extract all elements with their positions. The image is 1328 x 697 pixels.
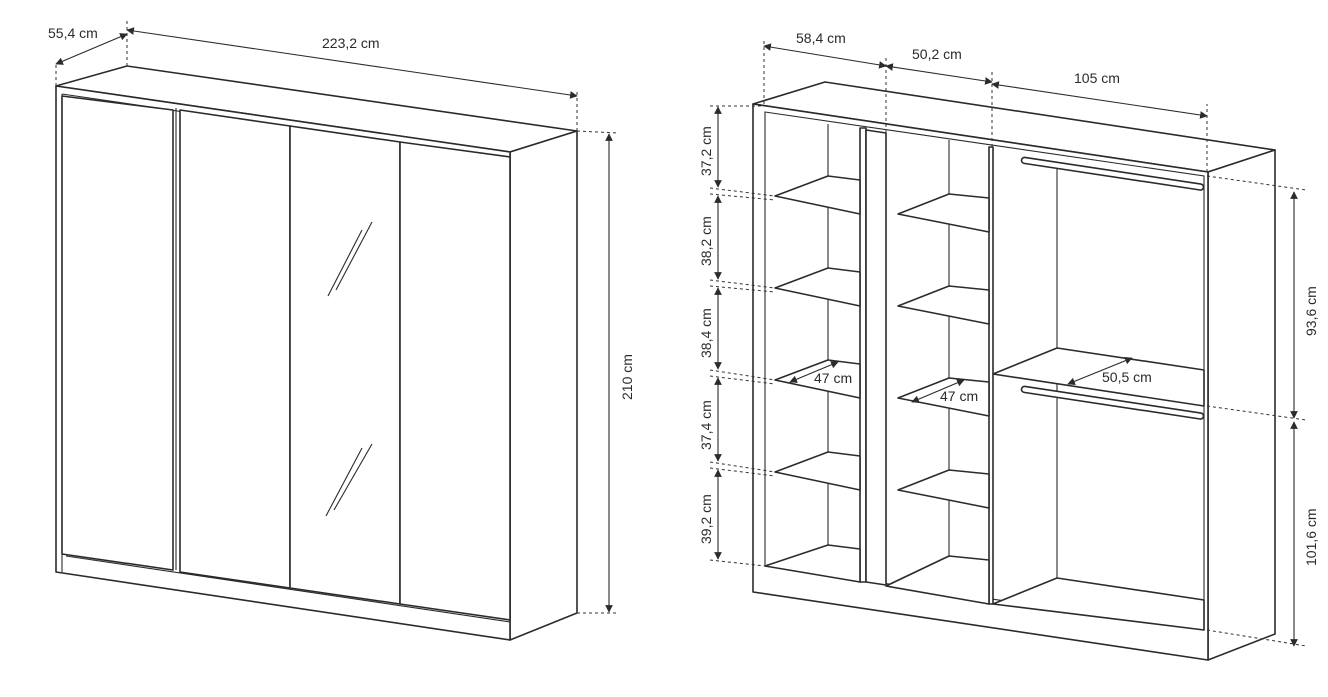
- hanging-floor: [992, 577, 1205, 631]
- door-3-mirror: [289, 125, 401, 605]
- shelf-depth-label-b: 47 cm: [940, 388, 978, 404]
- hang-upper-label: 93,6 cm: [1303, 286, 1319, 336]
- left-depth-label: 55,4 cm: [48, 25, 98, 41]
- shelf-height-3: 38,4 cm: [698, 308, 714, 358]
- hang-lower-label: 101,6 cm: [1303, 508, 1319, 566]
- shelf-height-4: 37,4 cm: [698, 400, 714, 450]
- hanging-rail-top: [1020, 156, 1205, 191]
- open-wardrobe: [752, 81, 1276, 661]
- door-1: [61, 95, 174, 571]
- hanging-rail-bottom: [1020, 385, 1205, 420]
- right-mid-width-label: 50,2 cm: [912, 46, 962, 62]
- door-2: [179, 109, 291, 589]
- divider-1: [859, 127, 867, 583]
- right-dimensions: [709, 40, 1307, 647]
- left-dimensions: [55, 18, 619, 614]
- right-hang-width-label: 105 cm: [1074, 70, 1120, 86]
- door-track-panel: [865, 129, 887, 586]
- mirror-mark: [325, 447, 363, 517]
- door-4: [399, 141, 511, 621]
- shelf-height-2: 38,2 cm: [698, 216, 714, 266]
- right-depth-label: 58,4 cm: [796, 30, 846, 46]
- closed-wardrobe: [55, 65, 578, 641]
- left-height-label: 210 cm: [619, 354, 635, 400]
- shelf-height-1: 37,2 cm: [698, 126, 714, 176]
- mirror-mark: [335, 221, 373, 291]
- left-column-shelves: [764, 175, 861, 583]
- mirror-mark: [327, 229, 363, 297]
- left-plinth-edge: [65, 555, 511, 623]
- left-side-panel: [509, 130, 578, 641]
- shelf-height-5: 39,2 cm: [698, 494, 714, 544]
- mirror-mark: [333, 443, 373, 511]
- right-side-panel: [1207, 149, 1276, 661]
- left-width-label: 223,2 cm: [322, 35, 380, 51]
- hang-shelf-depth-label: 50,5 cm: [1102, 369, 1152, 385]
- shelf-depth-label-a: 47 cm: [814, 370, 852, 386]
